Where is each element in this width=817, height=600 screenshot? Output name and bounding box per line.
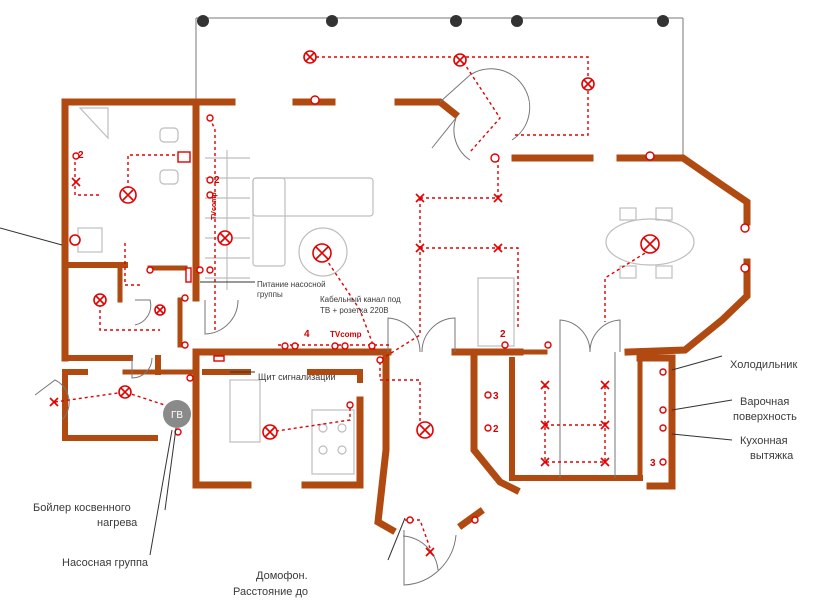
walls [61, 98, 751, 535]
shower [78, 107, 109, 140]
door-arc [134, 299, 152, 326]
coffee-table [298, 227, 348, 277]
tv-comp-vertical-label: TVcomp [211, 192, 218, 220]
alarm-panel-label: Щит сигнализации [258, 372, 336, 382]
hood-label: Кухонная [740, 435, 788, 447]
hood-label-2: вытяжка [750, 450, 794, 462]
circuit-number: 2 [493, 424, 499, 435]
chair [619, 265, 637, 279]
ceiling-light-icon [262, 424, 278, 440]
fridge-label: Холодильник [730, 359, 797, 371]
ceiling-light-icon [453, 53, 467, 67]
cable-channel-label-2: ТВ + розетка 220В [320, 306, 389, 315]
door-arc [403, 530, 457, 586]
tv-comp-label: TVcomp [330, 330, 362, 339]
door-arc [34, 379, 70, 421]
door-arc [204, 299, 239, 335]
pump-group-label: Насосная группа [62, 557, 149, 569]
door-arc [402, 535, 439, 571]
column-4 [511, 15, 523, 27]
cable-channel-label: Кабельный канал под [320, 295, 401, 304]
sofa-corner [252, 177, 286, 267]
dining-table [605, 218, 695, 266]
toilet [159, 127, 179, 143]
circuit-number: 3 [493, 391, 499, 402]
column-1 [197, 15, 209, 27]
kitchen-island [477, 277, 515, 347]
ceiling-light-icon [303, 50, 317, 64]
annotations: Питание насосной группы Кабельный канал … [33, 280, 797, 598]
pump-power-label: Питание насосной [257, 280, 326, 289]
cooktop-label-2: поверхность [733, 411, 797, 423]
toilet-2 [159, 169, 179, 185]
boiler-label: Бойлер косвенного [33, 502, 131, 514]
ceiling-light-icon [154, 304, 166, 316]
wiring [54, 56, 651, 549]
boiler-label-2: нагрева [97, 517, 138, 529]
light-fixtures [69, 50, 660, 440]
ceiling-light-icon [119, 186, 137, 204]
door-arc [439, 68, 531, 141]
cooktop-label: Варочная [740, 396, 789, 408]
circuit-number: 2 [214, 175, 220, 186]
ceiling-light-icon [640, 234, 660, 254]
intercom-label-2: Расстояние до [233, 586, 308, 598]
ceiling-light-icon [118, 385, 132, 399]
door-arc [589, 319, 621, 353]
ceiling-light-icon [93, 293, 107, 307]
chair [655, 265, 673, 279]
ceiling-light-icon [312, 243, 332, 263]
door-arc [131, 357, 153, 379]
column-5 [657, 15, 669, 27]
chair [655, 207, 673, 221]
circuit-number: 2 [500, 329, 506, 340]
door-arc [431, 117, 471, 161]
ceiling-light-icon [217, 230, 233, 246]
sofa [252, 177, 374, 217]
desk [229, 379, 261, 443]
washer [77, 227, 103, 253]
circuit-number: 3 [650, 458, 656, 469]
terrace-outline [195, 15, 684, 160]
spotlights [49, 177, 610, 557]
circuit-number: 4 [304, 329, 310, 340]
ceiling-light-icon [581, 77, 595, 91]
column-2 [326, 15, 338, 27]
door-arc [421, 317, 456, 353]
outlets [72, 95, 750, 524]
boiler-symbol [163, 400, 191, 428]
stove [311, 409, 355, 475]
door-arc [559, 319, 591, 353]
boiler-symbol-label: ГВ [171, 410, 183, 421]
leader-lines [0, 227, 733, 561]
wiring-labels: 2 2 2 3 2 3 4 TVcomp TVcomp [78, 150, 656, 469]
ceiling-light-icon [416, 421, 434, 439]
ceiling-light-icon [69, 234, 81, 246]
boiler: ГВ [163, 400, 191, 428]
circuit-number: 2 [78, 150, 84, 161]
door-arc [387, 317, 421, 353]
intercom-label: Домофон. [256, 570, 308, 582]
doors [34, 68, 621, 586]
chair [619, 207, 637, 221]
column-3 [450, 15, 462, 27]
pump-power-label-2: группы [257, 290, 283, 299]
